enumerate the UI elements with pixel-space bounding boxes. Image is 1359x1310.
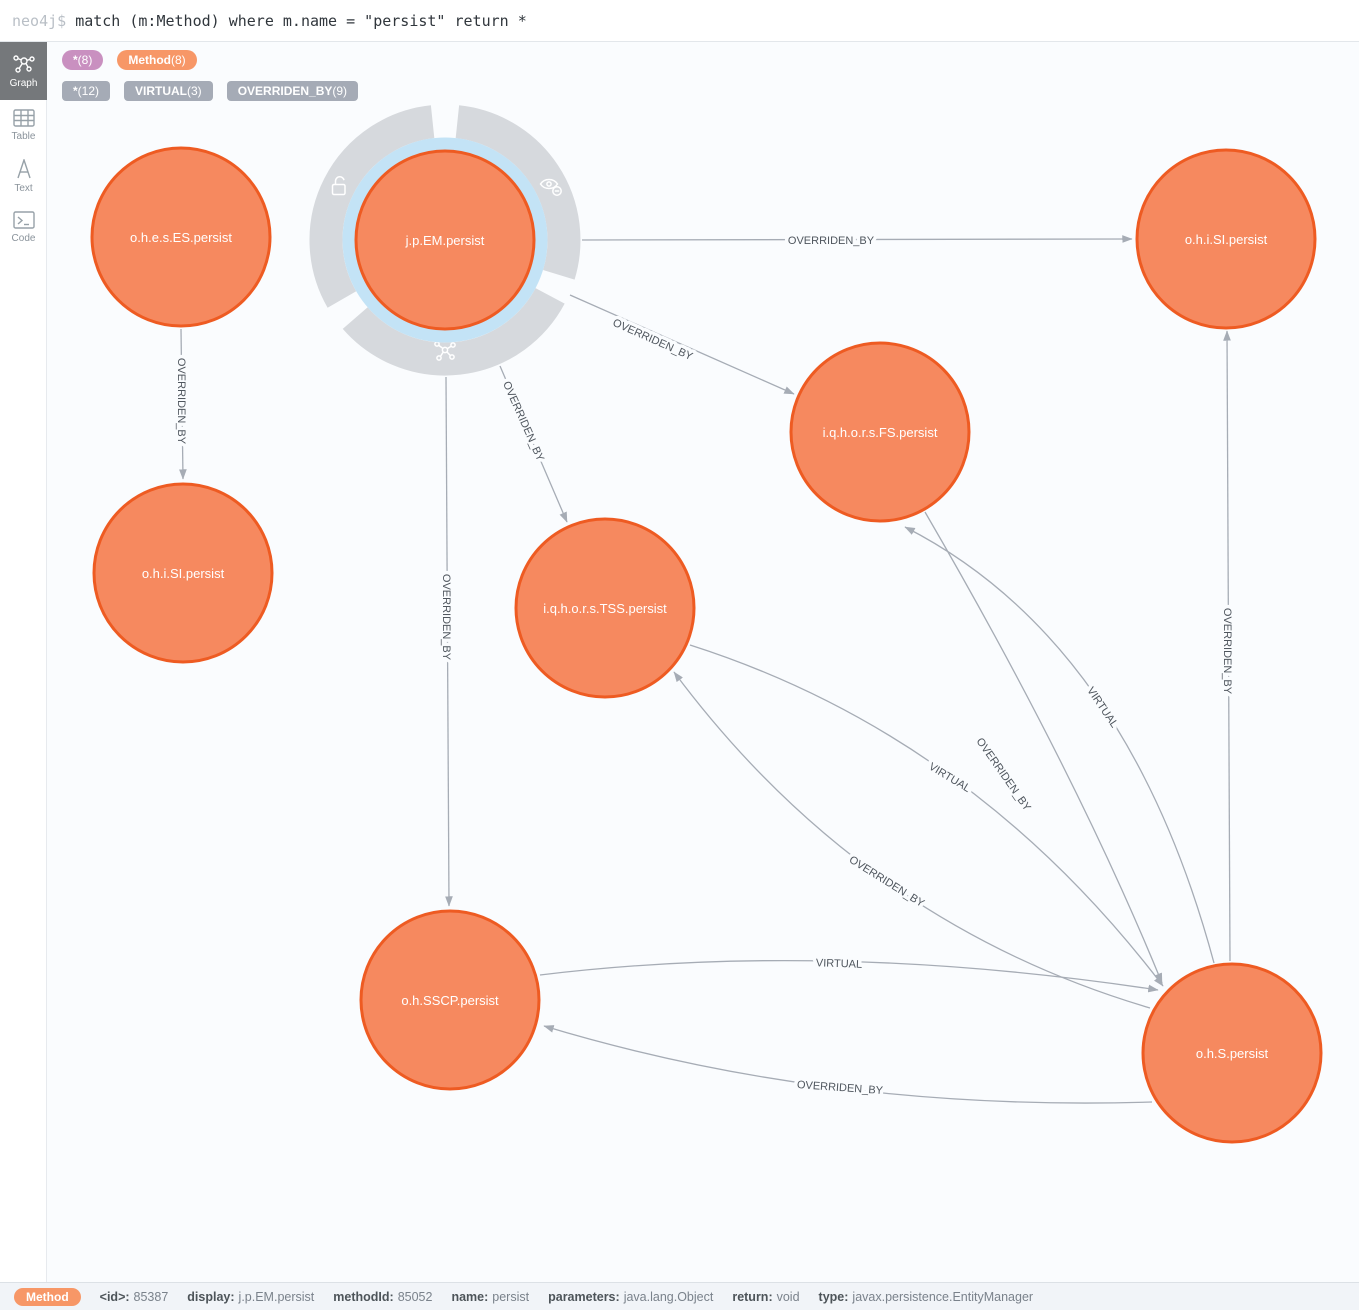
node-iqhors-TSS-persist[interactable]: i.q.h.o.r.s.TSS.persist — [514, 517, 696, 699]
tab-label: Graph — [9, 78, 38, 89]
node-inspector-bar: Method <id>:85387 display:j.p.EM.persist… — [0, 1282, 1359, 1310]
result-legend: *(8) Method(8) *(12) VIRTUAL(3) OVERRIDE… — [62, 50, 359, 112]
edge-label[interactable]: OVERRIDEN_BY — [607, 313, 698, 366]
edge-overriden-by-em-to-si-topright[interactable]: OVERRIDEN_BY — [581, 232, 1133, 251]
tab-label: Text — [14, 183, 33, 194]
node-label-badges: *(8) Method(8) — [62, 50, 358, 70]
property-methodid: methodId:85052 — [333, 1289, 433, 1304]
text-view-icon — [16, 159, 31, 179]
graph-view-icon — [12, 55, 35, 73]
edge-virtual-s-to-fs[interactable]: VIRTUAL — [904, 526, 1215, 964]
edge-overriden-by-em-to-sscp[interactable]: OVERRIDEN_BY — [437, 376, 456, 907]
tab-label: Code — [11, 233, 36, 244]
tab-text[interactable]: Text — [0, 150, 47, 202]
tab-code[interactable]: Code — [0, 202, 47, 252]
code-view-icon — [12, 211, 35, 229]
edge-overriden-by-s-to-sscp[interactable]: OVERRIDEN_BY — [543, 1025, 1153, 1104]
cypher-query-text[interactable]: match (m:Method) where m.name = "persist… — [75, 11, 527, 30]
expand-graph-icon — [434, 341, 456, 361]
edge-label[interactable]: OVERRIDEN_BY — [172, 354, 191, 448]
badge-overriden-by-relationship[interactable]: OVERRIDEN_BY(9) — [226, 81, 359, 101]
node-oh-SSCP-persist[interactable]: o.h.SSCP.persist — [359, 909, 541, 1091]
node-ohi-SI-persist-left[interactable]: o.h.i.SI.persist — [92, 482, 274, 664]
edge-overriden-by-fs-to-s[interactable]: OVERRIDEN_BY — [924, 511, 1163, 984]
edge-overriden-by-em-to-fs[interactable]: OVERRIDEN_BY — [569, 294, 795, 395]
selection-ring — [342, 137, 548, 343]
node-iqhors-FS-persist[interactable]: i.q.h.o.r.s.FS.persist — [789, 341, 971, 523]
tab-graph[interactable]: Graph — [0, 42, 47, 100]
edge-overriden-by-s-to-si-topright[interactable]: OVERRIDEN_BY — [1218, 330, 1237, 962]
property-id: <id>:85387 — [99, 1289, 169, 1304]
edge-label[interactable]: OVERRIDEN_BY — [784, 232, 878, 251]
property-parameters: parameters:java.lang.Object — [548, 1289, 714, 1304]
edge-virtual-sscp-to-s[interactable]: VIRTUAL — [539, 954, 1159, 993]
tab-label: Table — [11, 131, 36, 142]
edge-label[interactable]: VIRTUAL — [812, 954, 866, 975]
halo-expand-segment[interactable] — [342, 287, 565, 376]
hide-eye-icon — [539, 178, 562, 196]
property-type: type:javax.persistence.EntityManager — [818, 1289, 1034, 1304]
table-view-icon — [12, 109, 35, 127]
cypher-editor-bar[interactable]: neo4j$ match (m:Method) where m.name = "… — [0, 0, 1359, 42]
badge-virtual-relationship[interactable]: VIRTUAL(3) — [124, 81, 213, 101]
edge-label[interactable]: VIRTUAL — [1081, 682, 1124, 734]
edge-label[interactable]: OVERRIDEN_BY — [843, 850, 930, 913]
edge-label[interactable]: OVERRIDEN_BY — [1218, 604, 1237, 698]
node-ohi-SI-persist-topright[interactable]: o.h.i.SI.persist — [1135, 148, 1317, 330]
edge-label[interactable]: OVERRIDEN_BY — [437, 570, 456, 664]
node-oh-S-persist[interactable]: o.h.S.persist — [1141, 962, 1323, 1144]
property-display: display:j.p.EM.persist — [187, 1289, 315, 1304]
badge-all-relationships[interactable]: *(12) — [62, 81, 111, 101]
badge-method-label[interactable]: Method(8) — [117, 50, 197, 70]
edge-label[interactable]: OVERRIDEN_BY — [970, 732, 1037, 817]
property-return: return:void — [732, 1289, 800, 1304]
node-jp-EM-persist-selected[interactable]: j.p.EM.persist — [354, 149, 536, 331]
badge-all-nodes[interactable]: *(8) — [62, 50, 104, 70]
tab-table[interactable]: Table — [0, 100, 47, 150]
edge-overriden-by-es-to-si[interactable]: OVERRIDEN_BY — [172, 328, 191, 480]
edge-label[interactable]: OVERRIDEN_BY — [497, 376, 550, 467]
edge-overriden-by-em-to-tss[interactable]: OVERRIDEN_BY — [497, 365, 568, 523]
unlock-icon — [331, 176, 346, 196]
property-name: name:persist — [451, 1289, 530, 1304]
editor-prompt: neo4j$ — [12, 11, 67, 30]
selected-node-halo[interactable] — [309, 105, 581, 376]
halo-dismiss-segment[interactable] — [455, 105, 581, 280]
result-view-sidebar: Graph Table Text — [0, 42, 47, 1282]
inspector-label-badge[interactable]: Method — [14, 1287, 81, 1306]
relationship-type-badges: *(12) VIRTUAL(3) OVERRIDEN_BY(9) — [62, 81, 359, 101]
node-ohes-ES-persist[interactable]: o.h.e.s.ES.persist — [90, 146, 272, 328]
edge-overriden-by-s-to-tss[interactable]: OVERRIDEN_BY — [673, 671, 1151, 1009]
edge-label[interactable]: VIRTUAL — [923, 757, 976, 798]
edge-label[interactable]: OVERRIDEN_BY — [793, 1076, 887, 1101]
halo-unlock-segment[interactable] — [309, 105, 435, 308]
